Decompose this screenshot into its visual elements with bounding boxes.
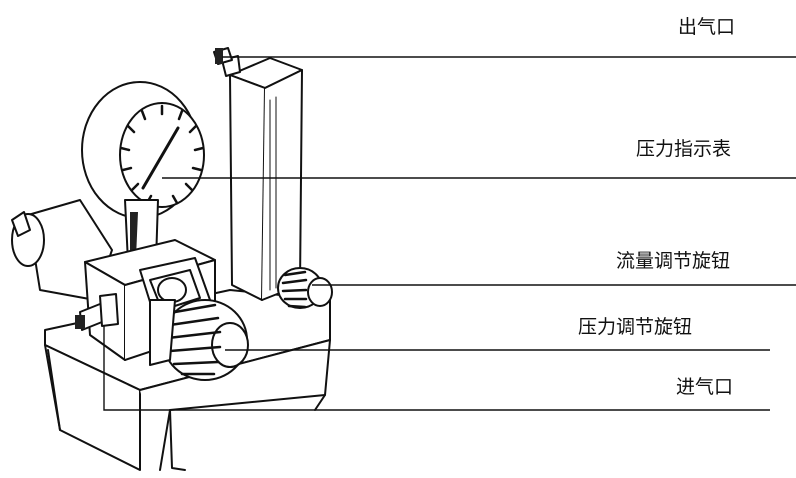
- flow-meter-tube: [229, 57, 303, 301]
- label-outlet: 出气口: [678, 16, 736, 38]
- pressure-knob: [149, 299, 249, 381]
- leader-line-inlet: [103, 325, 770, 411]
- leader-lines: [103, 56, 796, 411]
- label-inlet: 进气口: [676, 376, 734, 398]
- pressure-gauge: [81, 81, 205, 263]
- label-pressure-gauge: 压力指示表: [636, 138, 732, 160]
- label-pressure-knob: 压力调节旋钮: [578, 316, 693, 338]
- outlet-fitting: [213, 47, 241, 77]
- label-flow-knob: 流量调节旋钮: [616, 250, 731, 272]
- flow-knob: [277, 267, 333, 309]
- inlet-fitting: [75, 293, 119, 331]
